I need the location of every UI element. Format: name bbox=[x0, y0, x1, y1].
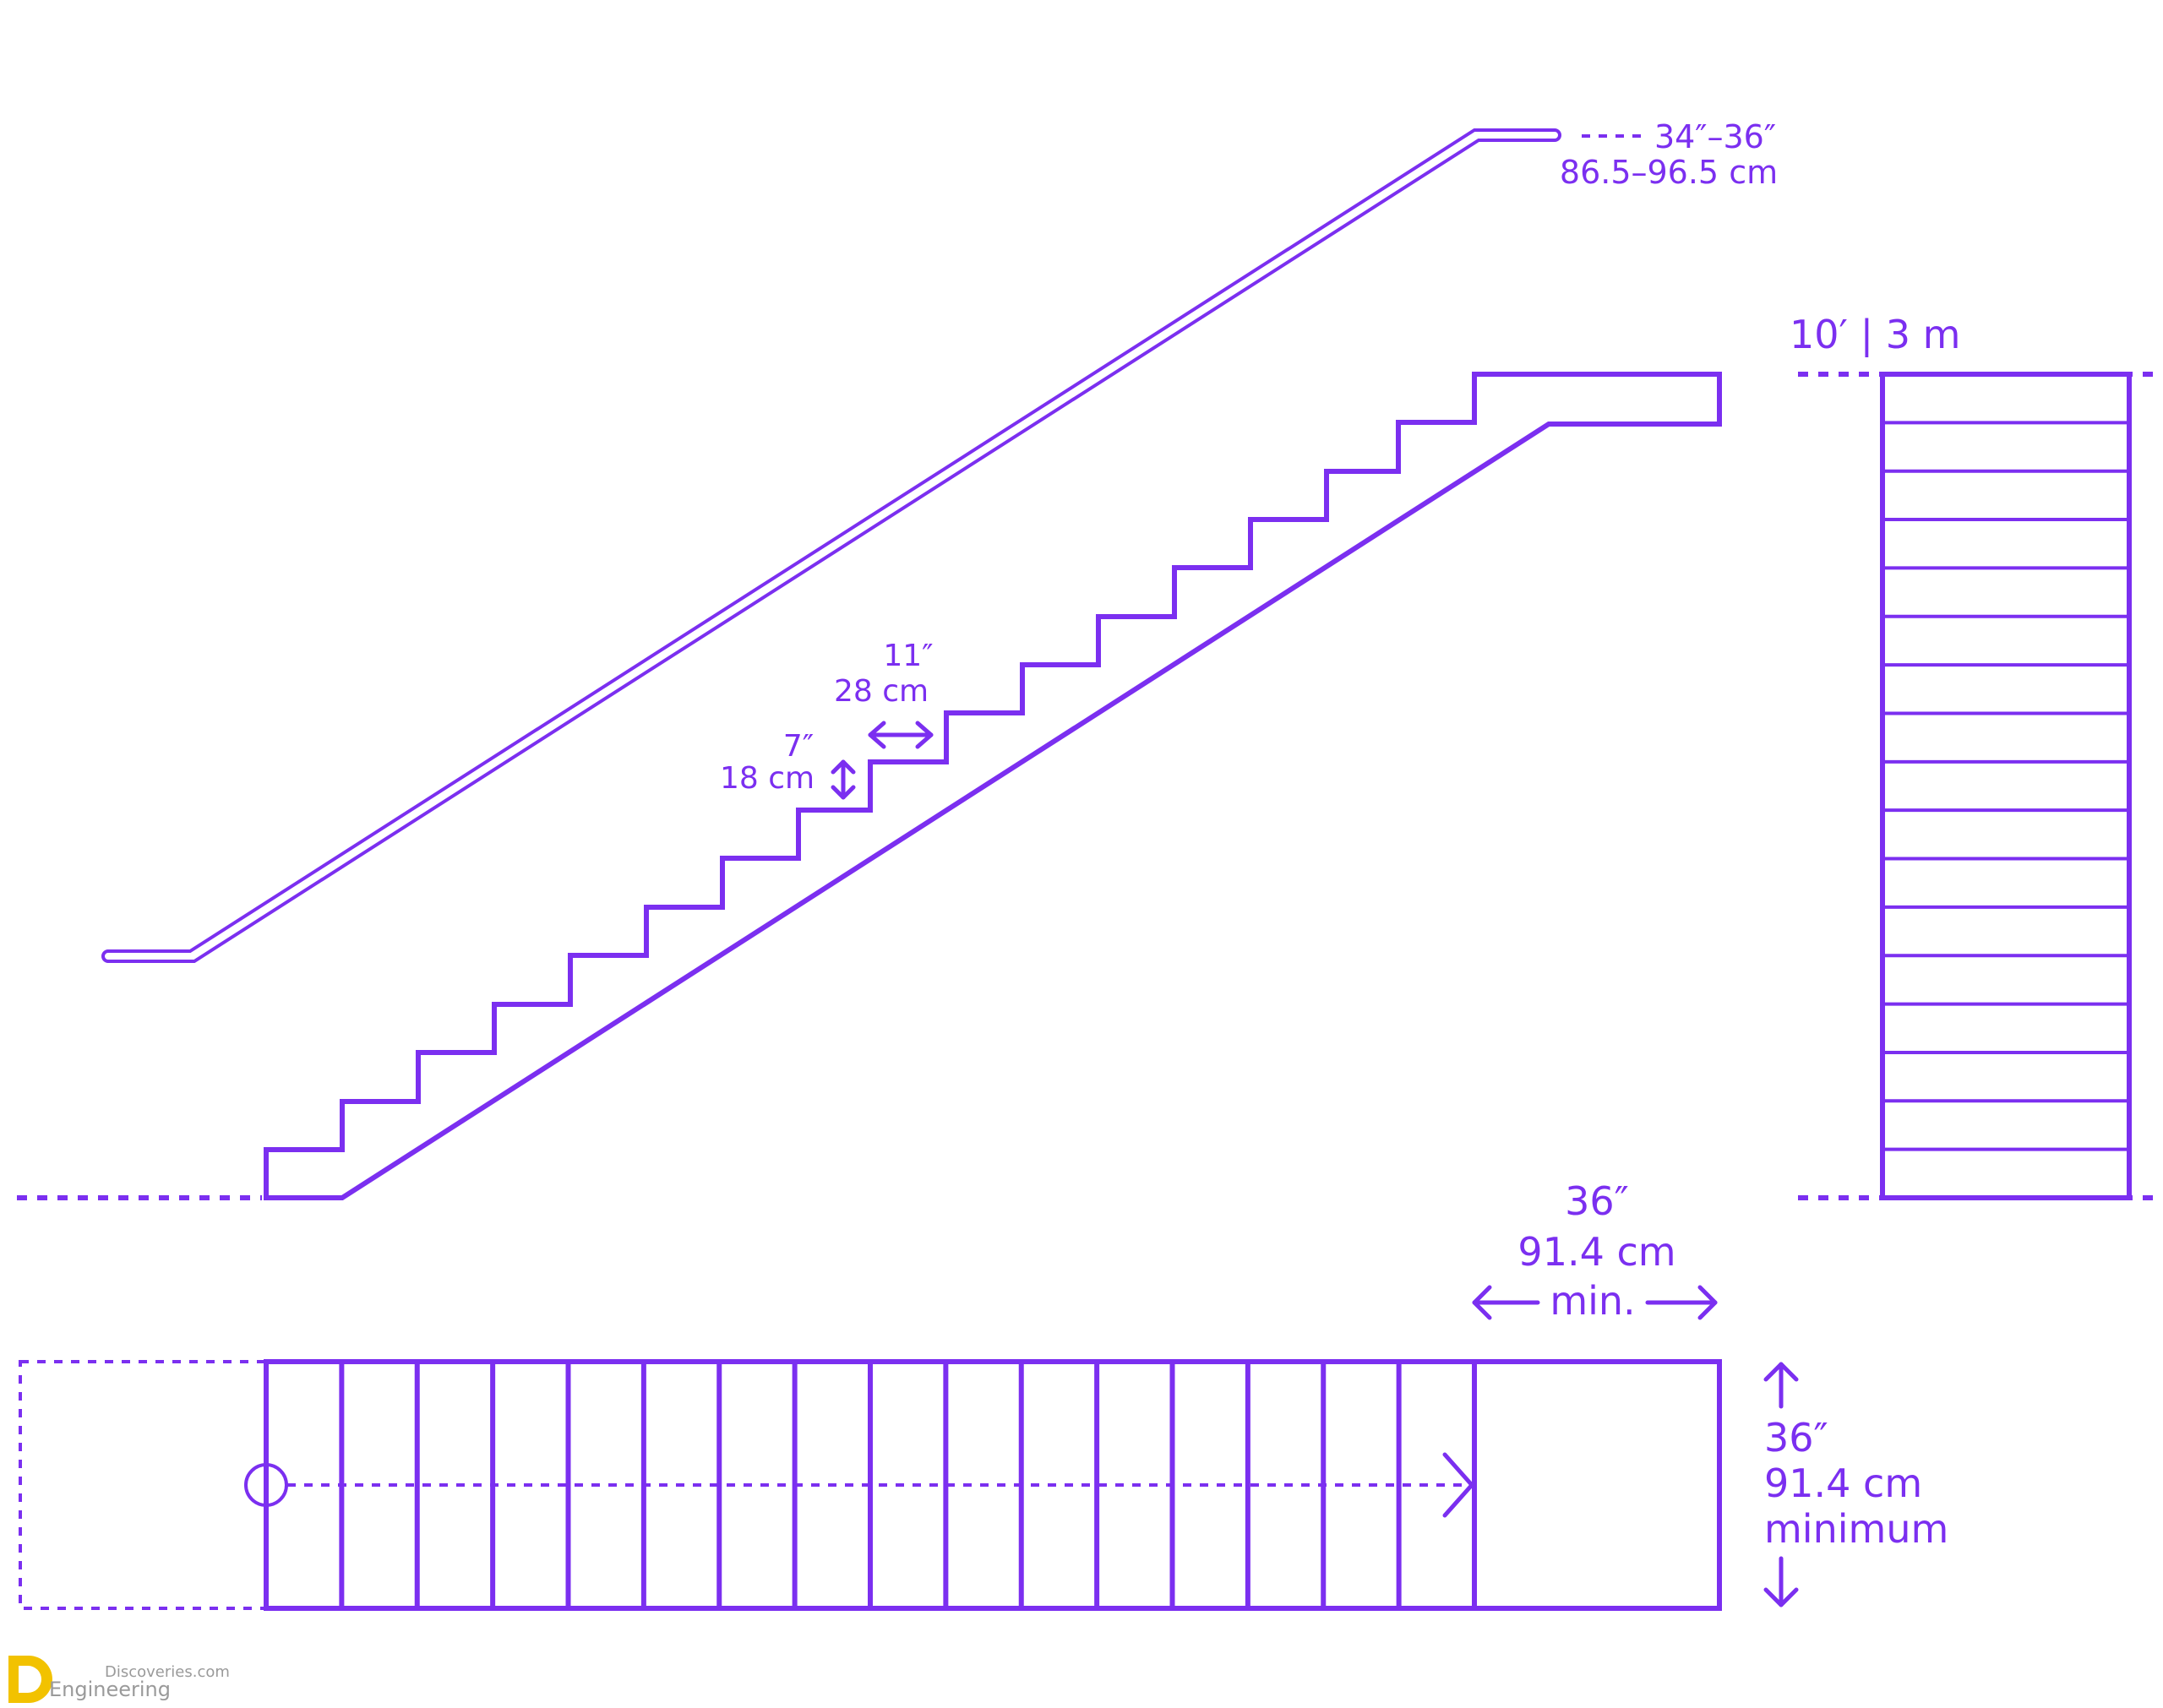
tread-dimension-in: 11″ bbox=[883, 639, 933, 673]
logo-line2: Engineering bbox=[49, 1678, 171, 1701]
riser-dimension-arrow bbox=[831, 759, 856, 800]
tread-dimension-arrow bbox=[868, 721, 934, 749]
width-dimension-min: minimum bbox=[1764, 1506, 1948, 1552]
width-dimension-in: 36″ bbox=[1764, 1415, 1828, 1461]
landing-dimension-arrow bbox=[1472, 1285, 1718, 1320]
total-rise-diagram: 10′ | 3 m bbox=[1790, 312, 2163, 1200]
logo-mark-icon bbox=[8, 1656, 52, 1703]
riser-dimension-in: 7″ bbox=[783, 729, 814, 764]
handrail bbox=[101, 128, 1561, 963]
stair-plan bbox=[19, 1359, 1722, 1611]
landing-dimension-in: 36″ bbox=[1565, 1178, 1629, 1224]
logo-line1: Discoveries.com bbox=[105, 1663, 230, 1681]
stair-profile bbox=[264, 372, 1722, 1200]
plan-approach-area bbox=[19, 1360, 268, 1610]
width-dimension: 36″ 91.4 cm minimum bbox=[1763, 1362, 1948, 1607]
rise-box bbox=[1880, 372, 2132, 1200]
walk-start-circle bbox=[244, 1463, 288, 1507]
handrail-height-cm: 86.5–96.5 cm bbox=[1560, 154, 1778, 191]
landing-dimension-cm: 91.4 cm bbox=[1517, 1229, 1675, 1275]
width-arrow-up bbox=[1763, 1362, 1799, 1409]
stair-elevation: 34″–36″ 86.5–96.5 cm 11″ 28 cm 7″ 18 cm bbox=[17, 118, 1778, 1200]
total-rise-label: 10′ | 3 m bbox=[1790, 312, 1960, 358]
engineering-discoveries-logo: Discoveries.com Engineering bbox=[8, 1656, 230, 1703]
landing-dimension: 36″ 91.4 cm min. bbox=[1472, 1178, 1718, 1324]
width-dimension-cm: 91.4 cm bbox=[1764, 1461, 1922, 1506]
width-arrow-down bbox=[1763, 1556, 1799, 1607]
walk-direction-arrowhead bbox=[1442, 1452, 1474, 1518]
tread-dimension-cm: 28 cm bbox=[834, 674, 929, 709]
riser-dimension-cm: 18 cm bbox=[720, 761, 815, 796]
plan-outline bbox=[264, 1359, 1722, 1611]
riser-lines bbox=[1882, 421, 2129, 1151]
handrail-height-in: 34″–36″ bbox=[1654, 118, 1776, 155]
landing-dimension-min: min. bbox=[1550, 1278, 1635, 1324]
